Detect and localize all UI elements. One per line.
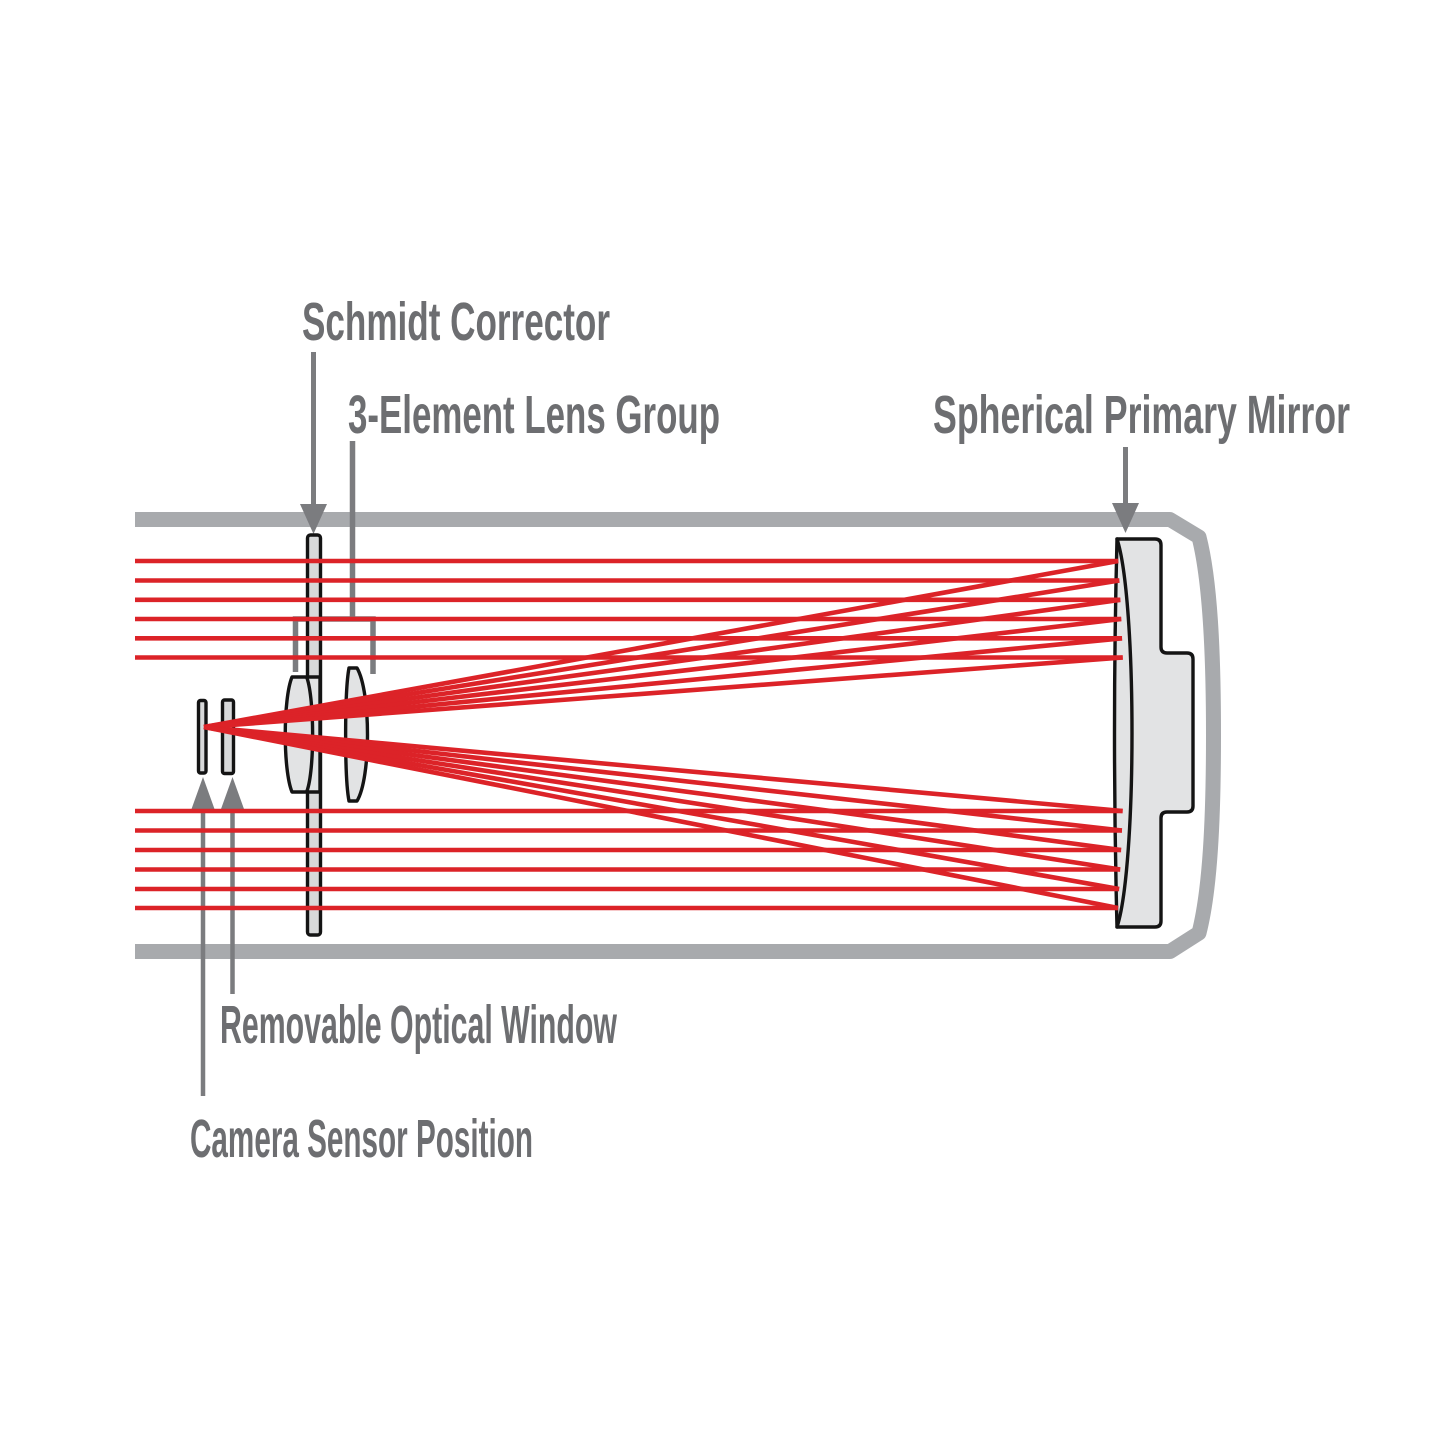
light-ray — [203, 616, 1122, 730]
light-ray — [203, 724, 1120, 892]
light-ray — [203, 655, 1123, 730]
optical-window-plate — [220, 698, 236, 776]
label-optical-window: Removable Optical Window — [220, 995, 618, 1055]
primary-mirror — [1112, 537, 1195, 929]
light-ray — [203, 578, 1120, 730]
optical-elements — [196, 533, 1195, 937]
label-primary-mirror: Spherical Primary Mirror — [933, 385, 1350, 445]
label-camera-sensor: Camera Sensor Position — [190, 1109, 533, 1169]
primary-mirror-concave-face — [1115, 537, 1134, 929]
tube-wall-outline — [135, 512, 1221, 959]
labels: Schmidt Corrector 3-Element Lens Group S… — [190, 292, 1350, 1169]
schmidt-corrector-arrowhead-icon — [300, 504, 327, 534]
label-schmidt-corrector: Schmidt Corrector — [302, 292, 610, 352]
light-rays — [135, 558, 1123, 911]
light-ray — [203, 724, 1123, 814]
optical-window-arrowhead-icon — [221, 777, 244, 809]
light-ray — [203, 724, 1122, 853]
lens-group-element-3 — [343, 666, 370, 803]
light-ray — [203, 636, 1123, 730]
callouts — [191, 352, 1139, 1096]
label-lens-group: 3-Element Lens Group — [348, 385, 720, 445]
light-ray — [203, 724, 1121, 872]
light-ray — [203, 724, 1119, 911]
light-ray — [203, 558, 1119, 730]
camera-sensor-arrowhead-icon — [191, 777, 215, 809]
light-ray — [203, 724, 1123, 833]
camera-sensor-plate — [196, 698, 208, 775]
primary-mirror-arrowhead-icon — [1112, 503, 1139, 533]
telescope-tube — [135, 512, 1221, 959]
